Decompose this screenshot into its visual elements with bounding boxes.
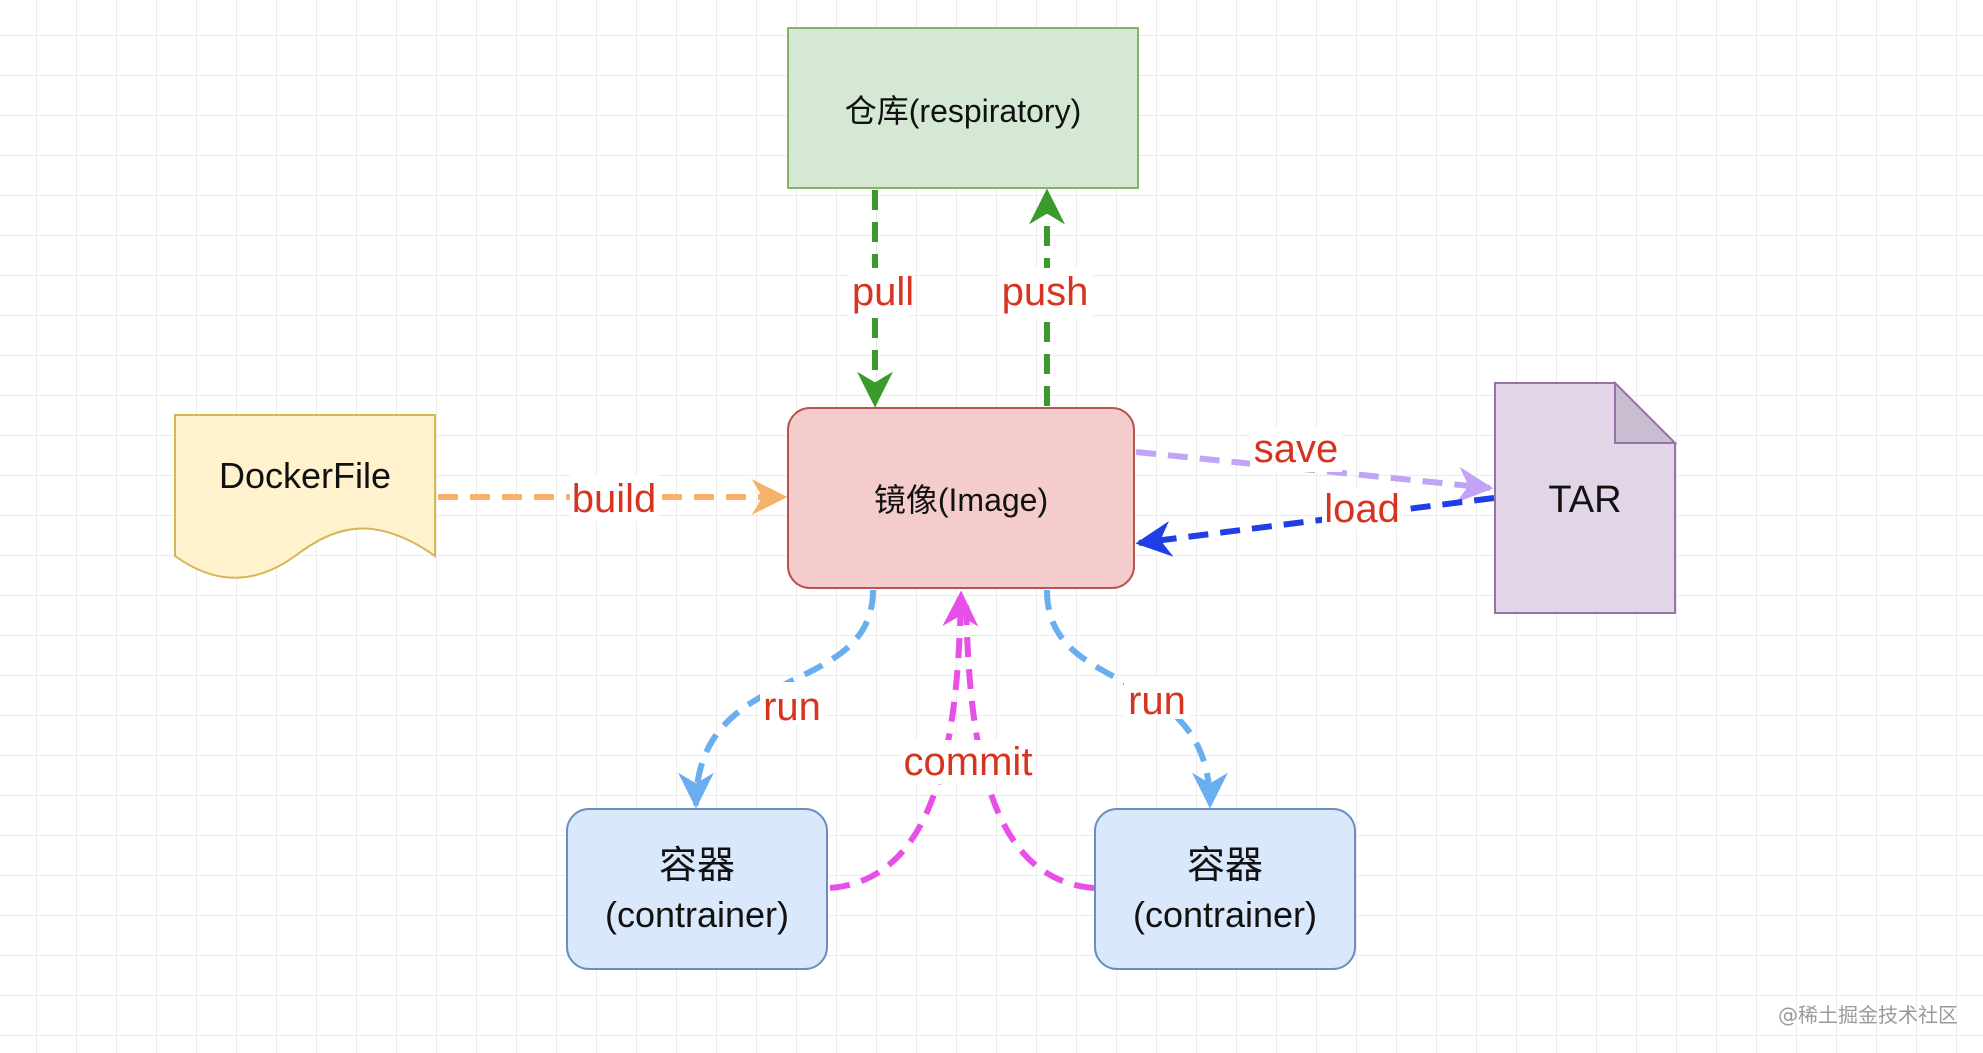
tar-node[interactable]: TAR bbox=[1494, 380, 1678, 614]
commit-label-bg bbox=[902, 740, 1032, 784]
container-right-label-line2: (contrainer) bbox=[1133, 894, 1317, 935]
container-left-node[interactable]: 容器 (contrainer) bbox=[566, 808, 828, 970]
commit-right-arrow bbox=[963, 593, 1095, 891]
load-label: load bbox=[1324, 487, 1400, 531]
container-left-label-line1: 容器 bbox=[659, 845, 735, 887]
save-label: save bbox=[1254, 427, 1339, 471]
pull-label-bg bbox=[848, 268, 908, 318]
build-label-bg bbox=[570, 475, 658, 521]
tar-label: TAR bbox=[1548, 479, 1621, 521]
commit-left-arrow bbox=[829, 590, 979, 891]
build-label: build bbox=[572, 477, 657, 521]
push-label-bg bbox=[1000, 268, 1092, 318]
run-left-label: run bbox=[763, 685, 821, 729]
run-right-label-bg bbox=[1124, 677, 1190, 719]
load-label-bg bbox=[1322, 488, 1402, 530]
run-left-label-bg bbox=[760, 682, 826, 724]
dockerfile-node[interactable]: DockerFile bbox=[174, 414, 436, 579]
commit-label: commit bbox=[904, 740, 1033, 784]
load-arrow bbox=[1135, 495, 1495, 557]
repository-label: 仓库(respiratory) bbox=[845, 93, 1081, 129]
repository-node[interactable]: 仓库(respiratory) bbox=[787, 27, 1139, 189]
push-label: push bbox=[1002, 270, 1089, 314]
image-label: 镜像(Image) bbox=[874, 482, 1048, 518]
container-left-label-line2: (contrainer) bbox=[605, 894, 789, 935]
run-right-label: run bbox=[1128, 679, 1186, 723]
container-right-label-line1: 容器 bbox=[1187, 845, 1263, 887]
save-label-bg bbox=[1250, 428, 1342, 472]
image-node[interactable]: 镜像(Image) bbox=[787, 407, 1135, 589]
container-right-node[interactable]: 容器 (contrainer) bbox=[1094, 808, 1356, 970]
pull-label: pull bbox=[852, 270, 914, 314]
watermark-text: @稀土掘金技术社区 bbox=[1778, 1003, 1958, 1027]
dockerfile-label: DockerFile bbox=[219, 455, 391, 496]
